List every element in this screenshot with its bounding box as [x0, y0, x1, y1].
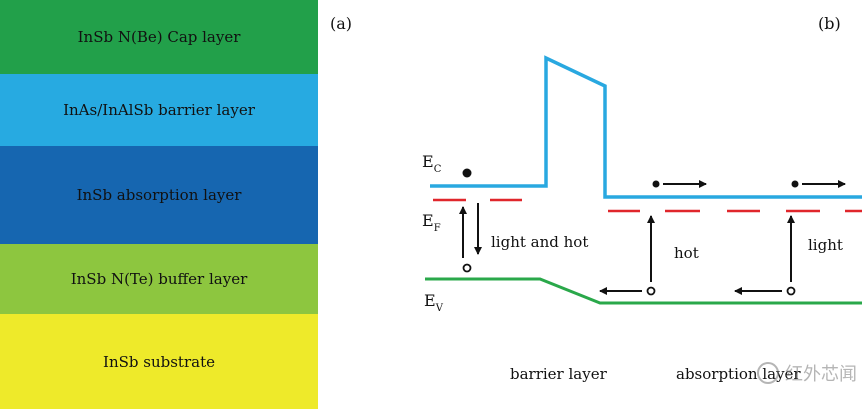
- fermi-level: [433, 198, 862, 213]
- hole-circle: [786, 286, 796, 296]
- ec-label: EC: [422, 152, 442, 175]
- cap-layer-label: InSb N(Be) Cap layer: [77, 28, 241, 46]
- wechat-icon: [757, 362, 779, 384]
- electron-dot: [791, 180, 799, 188]
- absorption-layer-label: InSb absorption layer: [76, 186, 242, 204]
- buffer-layer-label: InSb N(Te) buffer layer: [70, 270, 248, 288]
- light-and-hot-label: light and hot: [491, 233, 588, 251]
- cap-layer: InSb N(Be) Cap layer: [0, 0, 318, 74]
- barrier-layer: InAs/InAlSb barrier layer: [0, 74, 318, 146]
- hole-circle: [462, 263, 472, 273]
- ev-label: EV: [424, 291, 444, 314]
- electron-dot: [462, 168, 472, 178]
- watermark-text: 红外芯闻: [785, 364, 857, 385]
- barrier-layer-label: InAs/InAlSb barrier layer: [63, 101, 255, 119]
- watermark: 红外芯闻: [757, 360, 857, 386]
- buffer-layer: InSb N(Te) buffer layer: [0, 244, 318, 314]
- conduction-band: [430, 55, 862, 199]
- panel-b-label: (b): [818, 14, 841, 33]
- ef-label: EF: [422, 211, 441, 234]
- valence-band: [425, 277, 862, 305]
- barrier-layer-region-label: barrier layer: [510, 365, 608, 383]
- substrate-layer: InSb substrate: [0, 314, 318, 409]
- substrate-layer-label: InSb substrate: [103, 352, 215, 371]
- panel-a-label: (a): [330, 14, 353, 33]
- layer-stack: InSb N(Be) Cap layer InAs/InAlSb barrier…: [0, 0, 318, 409]
- electron-dot: [652, 180, 660, 188]
- light-label: light: [808, 236, 843, 254]
- absorption-layer: InSb absorption layer: [0, 146, 318, 244]
- hot-label: hot: [674, 244, 699, 262]
- hole-circle: [646, 286, 656, 296]
